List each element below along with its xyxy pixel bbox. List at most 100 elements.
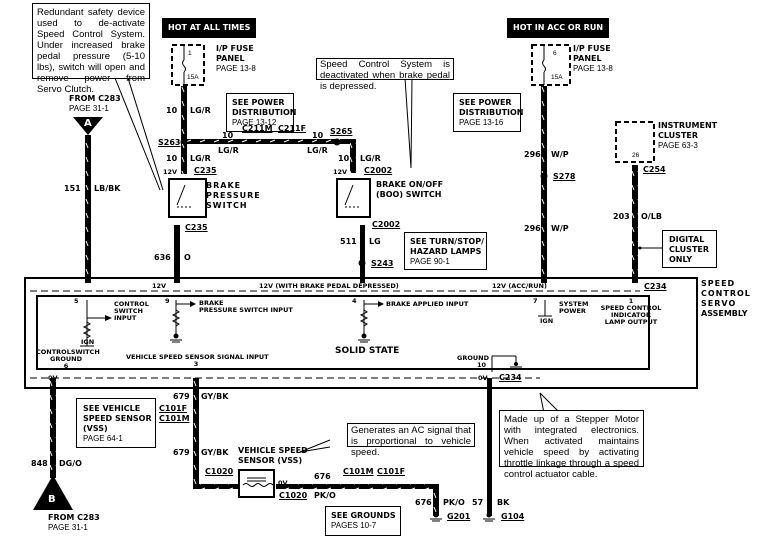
pin-3-number: 3	[193, 360, 199, 368]
wire-203-color: O/LB	[641, 212, 662, 221]
voltage-12v-bps: 12V	[163, 168, 178, 176]
wire-848	[50, 378, 56, 478]
pin-7-label-2: POWER	[559, 307, 586, 315]
ref-digital-l2: CLUSTER	[669, 245, 710, 254]
pin-1-label-3: LAMP OUTPUT	[604, 318, 658, 326]
wire-10d-color: LG/R	[360, 154, 381, 163]
fuse-panel-1-title: I/P FUSE	[216, 44, 254, 53]
splice-s278: S278	[553, 172, 576, 181]
wire-10a-circuit: 10	[166, 106, 178, 115]
pin-1-label-2: INDICATOR	[611, 311, 651, 319]
ref-power-distribution-1: SEE POWER DISTRIBUTION PAGE 13-12	[226, 93, 297, 132]
splice-dot-s263	[180, 138, 188, 146]
connector-c101m-2: C101M	[343, 467, 374, 476]
splice-dot-s278	[540, 172, 548, 180]
hot-in-acc-or-run-label: HOT IN ACC OR RUN	[507, 18, 610, 38]
wire-10-bps	[181, 144, 187, 174]
vss-sensor-label-2: SENSOR (VSS)	[238, 456, 303, 465]
offpage-connector-b-shape	[33, 475, 73, 510]
offpage-b-from: FROM C283	[48, 513, 100, 522]
voltage-0v-right: 0V	[478, 374, 488, 382]
connector-c101f-2: C101F	[377, 467, 406, 476]
pin-9-label-2: PRESSURE SWITCH INPUT	[199, 306, 293, 314]
module-title-1: SPEED	[701, 279, 736, 288]
pin-6-label-1: CONTROLSWITCH	[36, 348, 100, 356]
wire-10d-circuit: 10	[338, 154, 350, 163]
voltage-0v-left: 0V	[48, 374, 58, 382]
pin-9-number: 9	[165, 297, 170, 305]
boo-switch-box	[336, 178, 371, 218]
solid-state-box	[36, 295, 650, 370]
wire-848-color: DG/O	[59, 459, 82, 468]
servo-assembly-outer	[24, 277, 698, 389]
voltage-12v-pin9: 12V	[152, 282, 167, 290]
splice-s263: S263	[158, 138, 181, 147]
pin-5-label-2: SWITCH	[114, 307, 143, 315]
ref-vss-l3: (VSS)	[83, 424, 108, 433]
boo-label-1: BRAKE ON/OFF	[376, 180, 444, 189]
fuse-panel-6-page: PAGE 13-8	[573, 64, 613, 73]
pin-7-label-1: SYSTEM	[559, 300, 589, 308]
bps-label-2: PRESSURE	[206, 191, 261, 200]
pin-10-number: 10	[477, 361, 487, 369]
offpage-b-letter: B	[48, 494, 56, 505]
wire-679b-color: GY/BK	[201, 448, 229, 457]
connector-c211m: C211M	[242, 124, 273, 133]
ground-g104: G104	[501, 512, 525, 521]
pin-6-label-2: GROUND	[50, 355, 82, 363]
connector-c235-top: C235	[194, 166, 217, 175]
ref-grounds-page: PAGES 10-7	[331, 521, 377, 530]
hot-at-all-times-label: HOT AT ALL TIMES	[162, 18, 257, 38]
fuse-1-number: 1	[188, 50, 192, 57]
ref-vehicle-speed-sensor: SEE VEHICLE SPEED SENSOR (VSS) PAGE 64-1	[76, 398, 156, 448]
wire-151-color: LB/BK	[94, 184, 121, 193]
wire-10c-circuit: 10	[312, 131, 324, 140]
pin-5-label-1: CONTROL	[114, 300, 149, 308]
wire-296a-color: W/P	[551, 150, 569, 159]
wire-57-circuit: 57	[472, 498, 484, 507]
note-stepper-motor: Made up of a Stepper Motor with integrat…	[499, 410, 644, 480]
offpage-a-from: FROM C283	[69, 94, 121, 103]
splice-s243: S243	[371, 259, 394, 268]
wire-679b-circuit: 679	[173, 448, 190, 457]
wire-203-circuit: 203	[613, 212, 630, 221]
ref-turn-stop-hazard: SEE TURN/STOP/ HAZARD LAMPS PAGE 90-1	[404, 232, 487, 270]
wire-848-circuit: 848	[31, 459, 48, 468]
pin-10-circuit	[491, 355, 522, 372]
ref-pd2-l2: DISTRIBUTION	[459, 108, 524, 117]
wire-10c-color: LG/R	[307, 146, 328, 155]
wire-676	[276, 484, 436, 489]
fuse-panel-box-6	[531, 44, 571, 86]
connector-c235-bottom: C235	[185, 223, 208, 232]
wire-679a-color: GY/BK	[201, 392, 229, 401]
solid-state-label: SOLID STATE	[335, 346, 400, 356]
wire-10-horizontal	[187, 139, 337, 144]
instrument-cluster-title2: CLUSTER	[658, 131, 699, 140]
voltage-12v-brake-depressed: 12V (WITH BRAKE PEDAL DEPRESSED)	[259, 282, 399, 290]
wire-511	[360, 225, 365, 283]
offpage-connector-a-shape	[73, 117, 103, 135]
pin-7-number: 7	[533, 297, 538, 305]
ref-grounds: SEE GROUNDS PAGES 10-7	[325, 506, 401, 536]
module-title-3: SERVO	[701, 299, 737, 308]
ref-pd1-l2: DISTRIBUTION	[232, 108, 297, 117]
note-redundant-safety: Redundant safety device used to de-activ…	[32, 3, 150, 95]
voltage-12v-boo: 12V	[333, 168, 348, 176]
wire-511-color: LG	[369, 237, 381, 246]
vss-sensor-label-1: VEHICLE SPEED	[238, 446, 308, 455]
pin-5-ign: IGN	[81, 338, 95, 346]
wire-203	[632, 165, 638, 283]
splice-dot-s265	[333, 138, 341, 146]
pin-7-circuit	[538, 300, 552, 317]
note-ac-signal: Generates an AC signal that is proportio…	[347, 423, 475, 458]
brake-pressure-switch-box	[168, 178, 207, 218]
module-title-4: ASSEMBLY	[701, 309, 748, 318]
pin-4-circuit	[358, 300, 384, 343]
connector-c234-bottom: C234	[499, 373, 522, 382]
fuse-6-number: 6	[553, 50, 557, 57]
ref-power-distribution-2: SEE POWER DISTRIBUTION PAGE 13-16	[453, 93, 524, 132]
wire-10e-circuit: 10	[166, 154, 178, 163]
wire-676a-color: PK/O	[314, 491, 336, 500]
connector-c101f: C101F	[159, 404, 188, 413]
instrument-cluster-box	[615, 121, 655, 163]
